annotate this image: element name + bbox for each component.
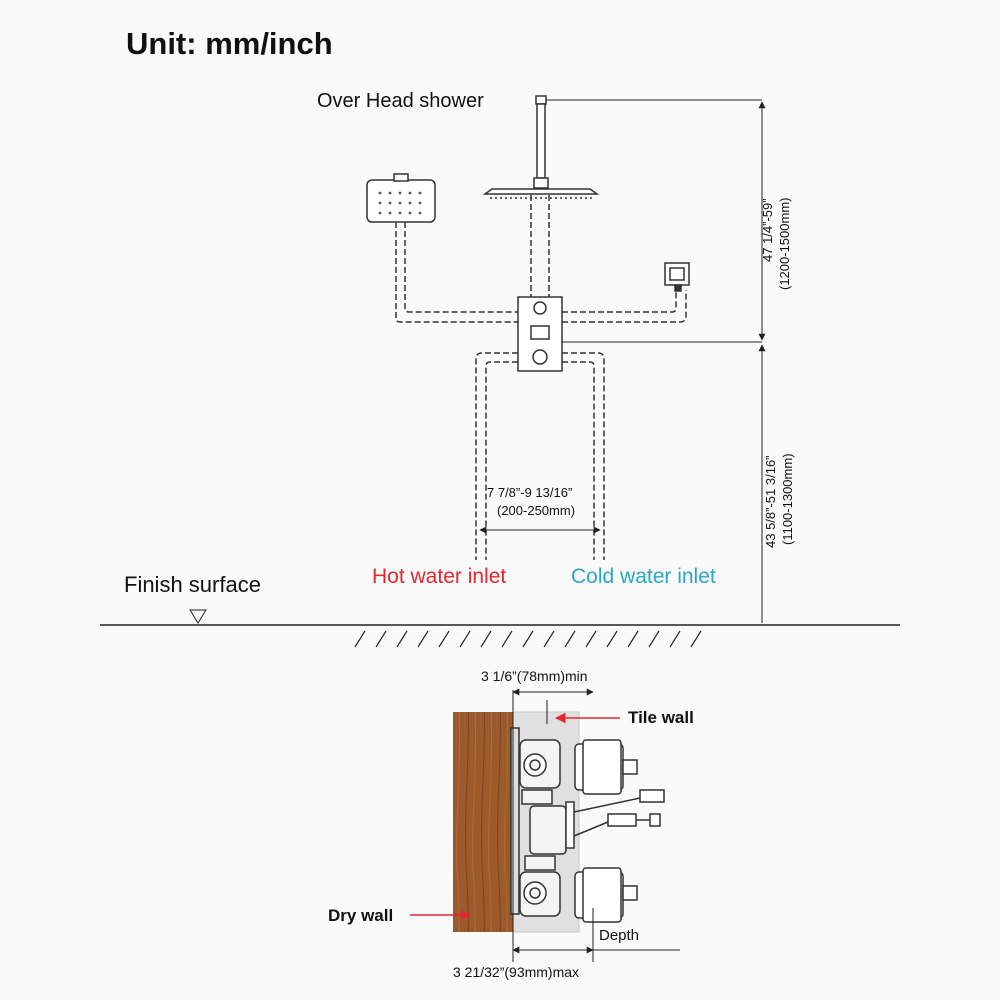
hand-shower	[366, 173, 436, 223]
max-depth-label: 3 21/32”(93mm)max	[453, 964, 580, 980]
hot-inlet-label: Hot water inlet	[372, 565, 507, 588]
dry-wall-label: Dry wall	[328, 906, 394, 925]
overhead-shower-label: Over Head shower	[317, 90, 484, 112]
lower-height-mm-label: (1100-1300mm)	[780, 453, 795, 545]
cold-inlet-label: Cold water inlet	[571, 565, 716, 588]
wall-outlet	[664, 262, 690, 292]
pipe-inlets	[475, 352, 605, 560]
inlet-spacing-mm-label: (200-250mm)	[497, 503, 576, 518]
outlet-hoses	[573, 789, 665, 837]
depth-dimension-lines	[512, 688, 680, 962]
pipe-overhead	[530, 95, 550, 298]
min-depth-label: 3 1/6”(78mm)min	[481, 668, 588, 684]
valve-handles	[565, 739, 638, 923]
concealed-valve-body	[510, 727, 567, 917]
lower-height-label: 43 5/8”-51 3/16”	[763, 455, 778, 548]
finish-surface-label: Finish surface	[124, 572, 261, 597]
upper-height-mm-label: (1200-1500mm)	[777, 197, 792, 291]
unit-title: Unit: mm/inch	[126, 26, 333, 61]
overhead-shower-head	[482, 177, 600, 199]
height-dimension-lines	[546, 99, 766, 623]
pipe-wall-outlet	[562, 290, 687, 323]
pipe-handshower	[395, 222, 518, 323]
mixing-valve	[517, 296, 563, 372]
inlet-spacing-label: 7 7/8”-9 13/16”	[487, 485, 573, 500]
upper-height-label: 47 1/4”-59”	[760, 198, 775, 262]
depth-label: Depth	[599, 927, 640, 944]
finish-surface-line	[100, 609, 900, 648]
tile-wall-label: Tile wall	[628, 708, 694, 727]
